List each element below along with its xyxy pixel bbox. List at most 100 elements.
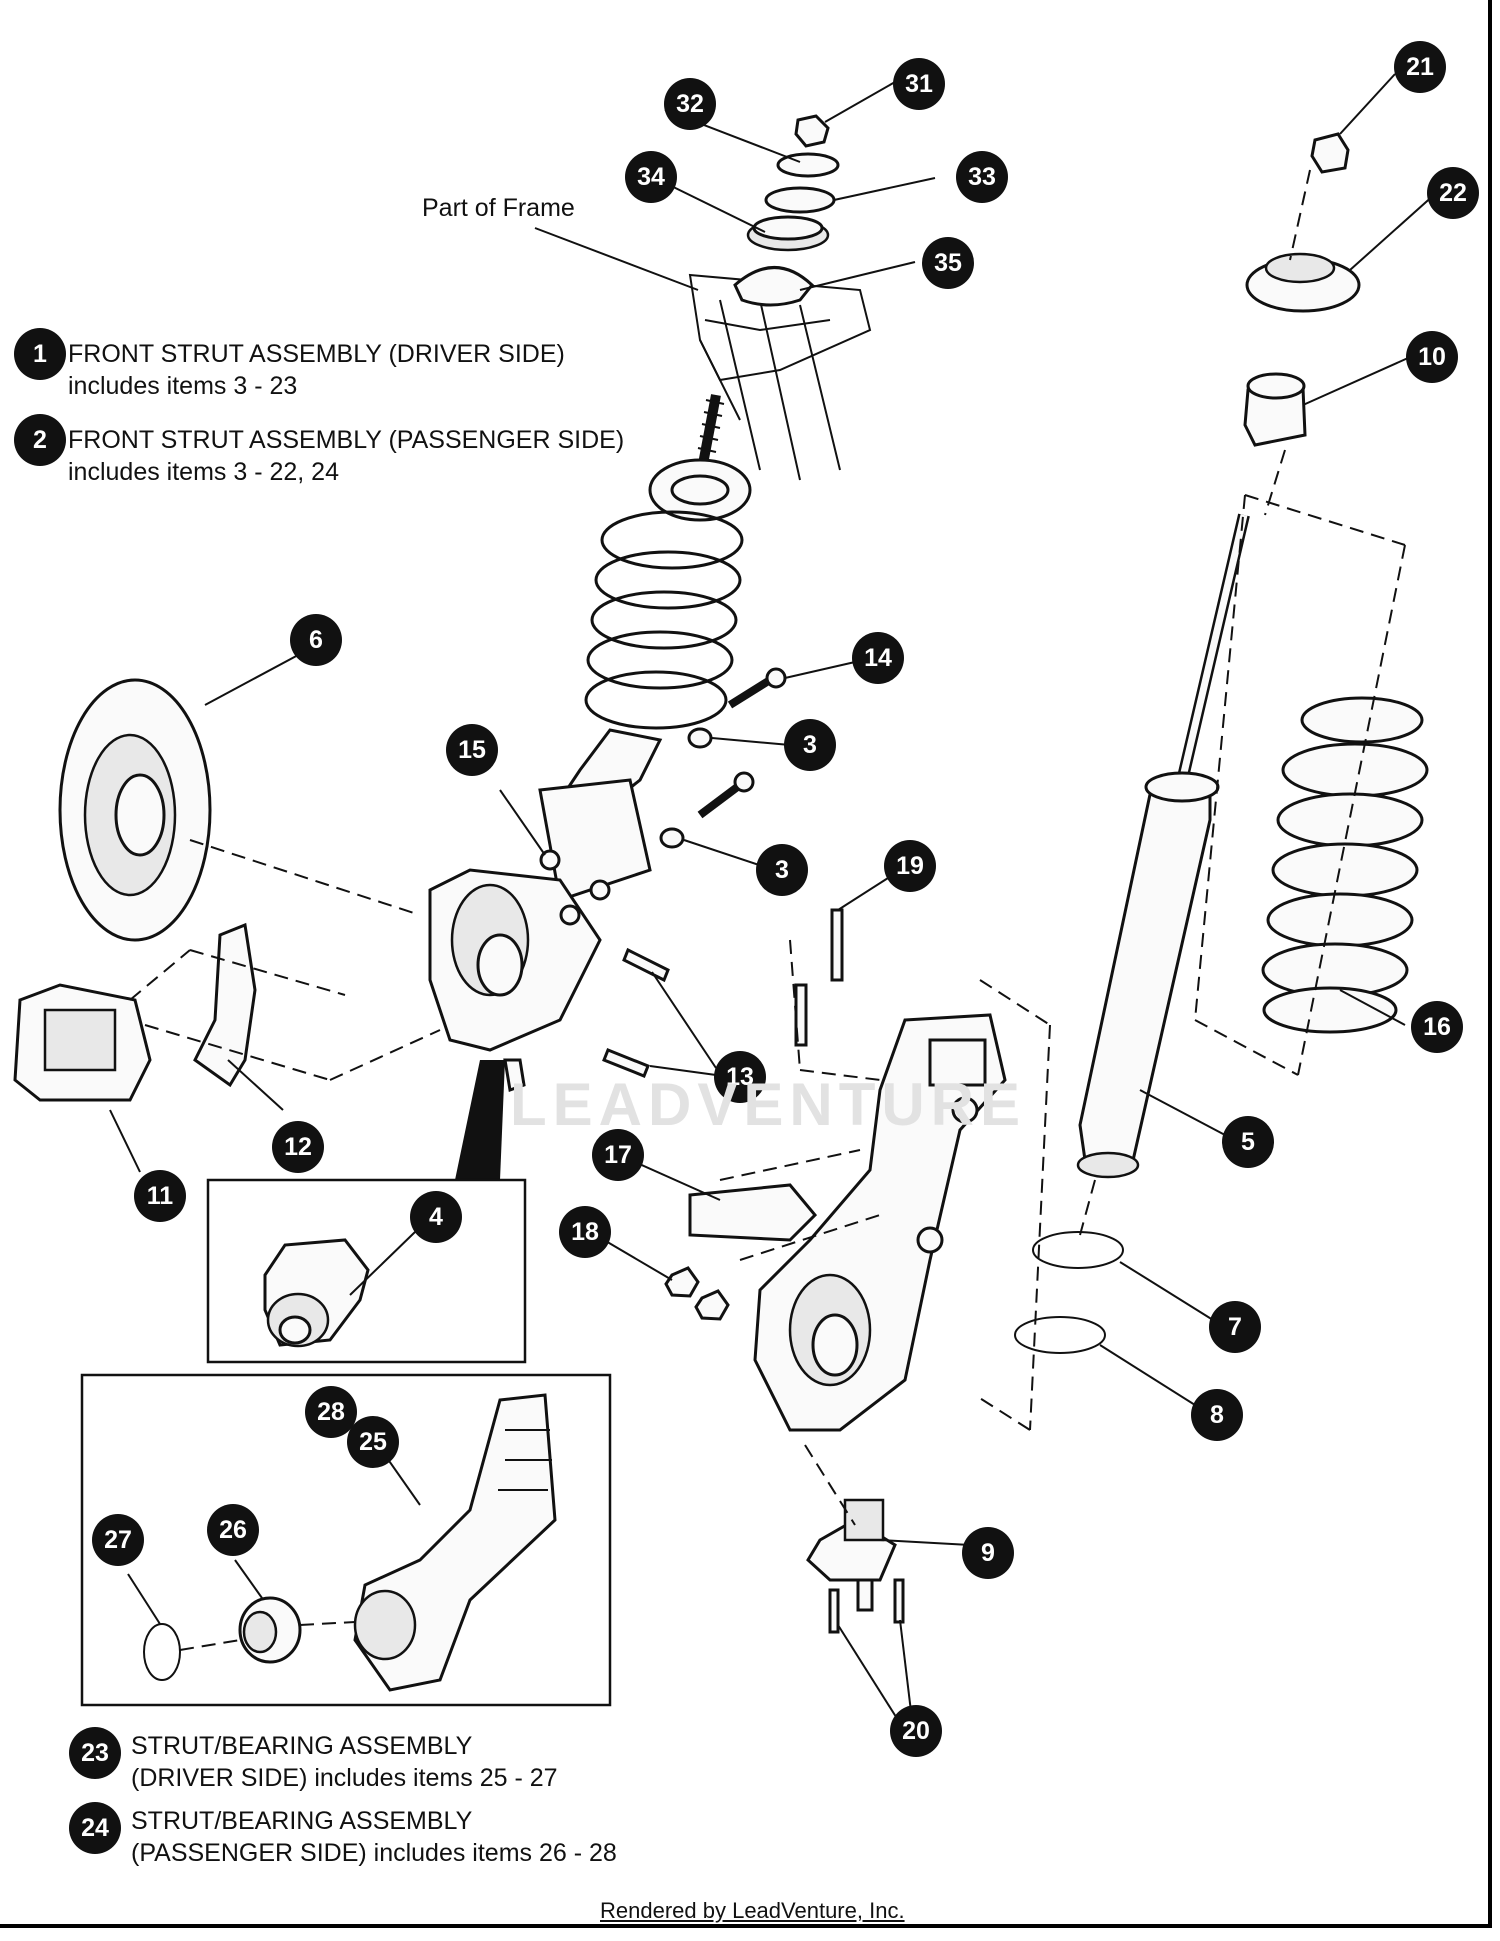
legend-badge-23: 23 [69,1727,121,1779]
svg-text:7: 7 [1228,1313,1242,1341]
part-18-nuts [664,1266,730,1321]
part-26-bearing [238,1596,302,1664]
svg-text:34: 34 [637,163,665,191]
svg-text:24: 24 [81,1814,109,1842]
svg-text:8: 8 [1210,1401,1224,1429]
part-9-lower-joint [806,1498,897,1612]
part-31-nut [794,114,830,148]
svg-text:14: 14 [864,644,892,672]
callout-9: 9 [962,1527,1014,1579]
svg-text:23: 23 [81,1739,109,1767]
svg-text:19: 19 [896,852,924,880]
svg-text:25: 25 [359,1428,387,1456]
part-7-seal [1032,1231,1124,1269]
callout-20: 20 [890,1705,942,1757]
svg-text:17: 17 [604,1141,632,1169]
callout-13: 13 [714,1051,766,1103]
callout-5: 5 [1222,1116,1274,1168]
svg-text:9: 9 [981,1539,995,1567]
svg-text:5: 5 [1241,1128,1255,1156]
callout-10: 10 [1406,331,1458,383]
callout-32: 32 [664,78,716,130]
part-35-mount [733,266,815,307]
part-27-snap-ring [143,1623,181,1681]
callout-14: 14 [852,632,904,684]
svg-text:22: 22 [1439,179,1467,207]
callout-16: 16 [1411,1001,1463,1053]
part-17-bracket [688,1183,818,1242]
callout-11: 11 [134,1170,186,1222]
footer-credit: Rendered by LeadVenture, Inc. [600,1898,905,1923]
part-5-shock [1076,513,1250,1179]
callout-18: 18 [559,1206,611,1258]
legend-item-1-title: FRONT STRUT ASSEMBLY (DRIVER SIDE) [68,340,565,368]
legend-item-2-includes: includes items 3 - 22, 24 [68,458,339,486]
callout-35: 35 [922,237,974,289]
part-19-bolts [794,908,844,1047]
part-6-rotor [58,678,212,942]
legend-item-23-includes: (DRIVER SIDE) includes items 25 - 27 [131,1764,558,1792]
callout-34: 34 [625,151,677,203]
svg-text:11: 11 [147,1182,174,1210]
svg-text:12: 12 [284,1133,312,1161]
callout-19: 19 [884,840,936,892]
svg-text:15: 15 [458,736,486,764]
legend-item-1-includes: includes items 3 - 23 [68,372,298,400]
part-34-bearing [746,215,830,252]
legend-badge-2: 2 [14,414,66,466]
svg-text:18: 18 [571,1218,599,1246]
legend-item-23-title: STRUT/BEARING ASSEMBLY [131,1732,473,1760]
svg-text:3: 3 [803,731,817,759]
alignment-lines-column [1079,169,1406,1236]
callout-22: 22 [1427,167,1479,219]
part-25-strut-knuckle [353,1393,557,1692]
callout-6: 6 [290,614,342,666]
strut-assembly-main [428,394,752,1093]
svg-text:13: 13 [726,1063,754,1091]
svg-text:4: 4 [429,1203,443,1231]
svg-text:10: 10 [1418,343,1446,371]
legend-item-24-title: STRUT/BEARING ASSEMBLY [131,1807,473,1835]
callout-26: 26 [207,1504,259,1556]
callout-27: 27 [92,1514,144,1566]
legend-item-2: FRONT STRUT ASSEMBLY (PASSENGER SIDE) in… [68,424,624,488]
legend-item-1: FRONT STRUT ASSEMBLY (DRIVER SIDE) inclu… [68,338,565,402]
legend-item-23: STRUT/BEARING ASSEMBLY (DRIVER SIDE) inc… [131,1730,558,1794]
legend-badge-1: 1 [14,328,66,380]
svg-text:33: 33 [968,163,996,191]
svg-text:1: 1 [33,340,47,368]
svg-text:32: 32 [676,90,704,118]
callout-25: 25 [347,1416,399,1468]
legend-item-24: STRUT/BEARING ASSEMBLY (PASSENGER SIDE) … [131,1805,617,1869]
part-22-mount [1245,252,1361,313]
callout-21: 21 [1394,41,1446,93]
svg-text:2: 2 [33,426,47,454]
svg-text:20: 20 [902,1717,930,1745]
part-4-ball-joint [263,1238,370,1348]
svg-text:16: 16 [1423,1013,1451,1041]
svg-text:35: 35 [934,249,962,277]
svg-text:31: 31 [905,70,933,98]
svg-text:6: 6 [309,626,323,654]
alignment-lines-left [129,839,441,1081]
callout-3-upper: 3 [784,719,836,771]
callout-8: 8 [1191,1389,1243,1441]
frame-part [534,227,872,481]
svg-text:3: 3 [775,856,789,884]
part-3-bolt-lower [659,771,755,849]
detail-pointer [455,1060,505,1180]
part-13-bolts [602,947,670,1078]
callout-17: 17 [592,1129,644,1181]
callout-33: 33 [956,151,1008,203]
callout-4: 4 [410,1191,462,1243]
callout-31: 31 [893,58,945,110]
callout-28: 28 [305,1386,357,1438]
knuckle-assembly-right [753,1013,1007,1432]
alignment-lines-right [719,939,1051,1526]
svg-text:26: 26 [219,1516,247,1544]
callout-7: 7 [1209,1301,1261,1353]
detail-box-4 [206,1178,527,1364]
